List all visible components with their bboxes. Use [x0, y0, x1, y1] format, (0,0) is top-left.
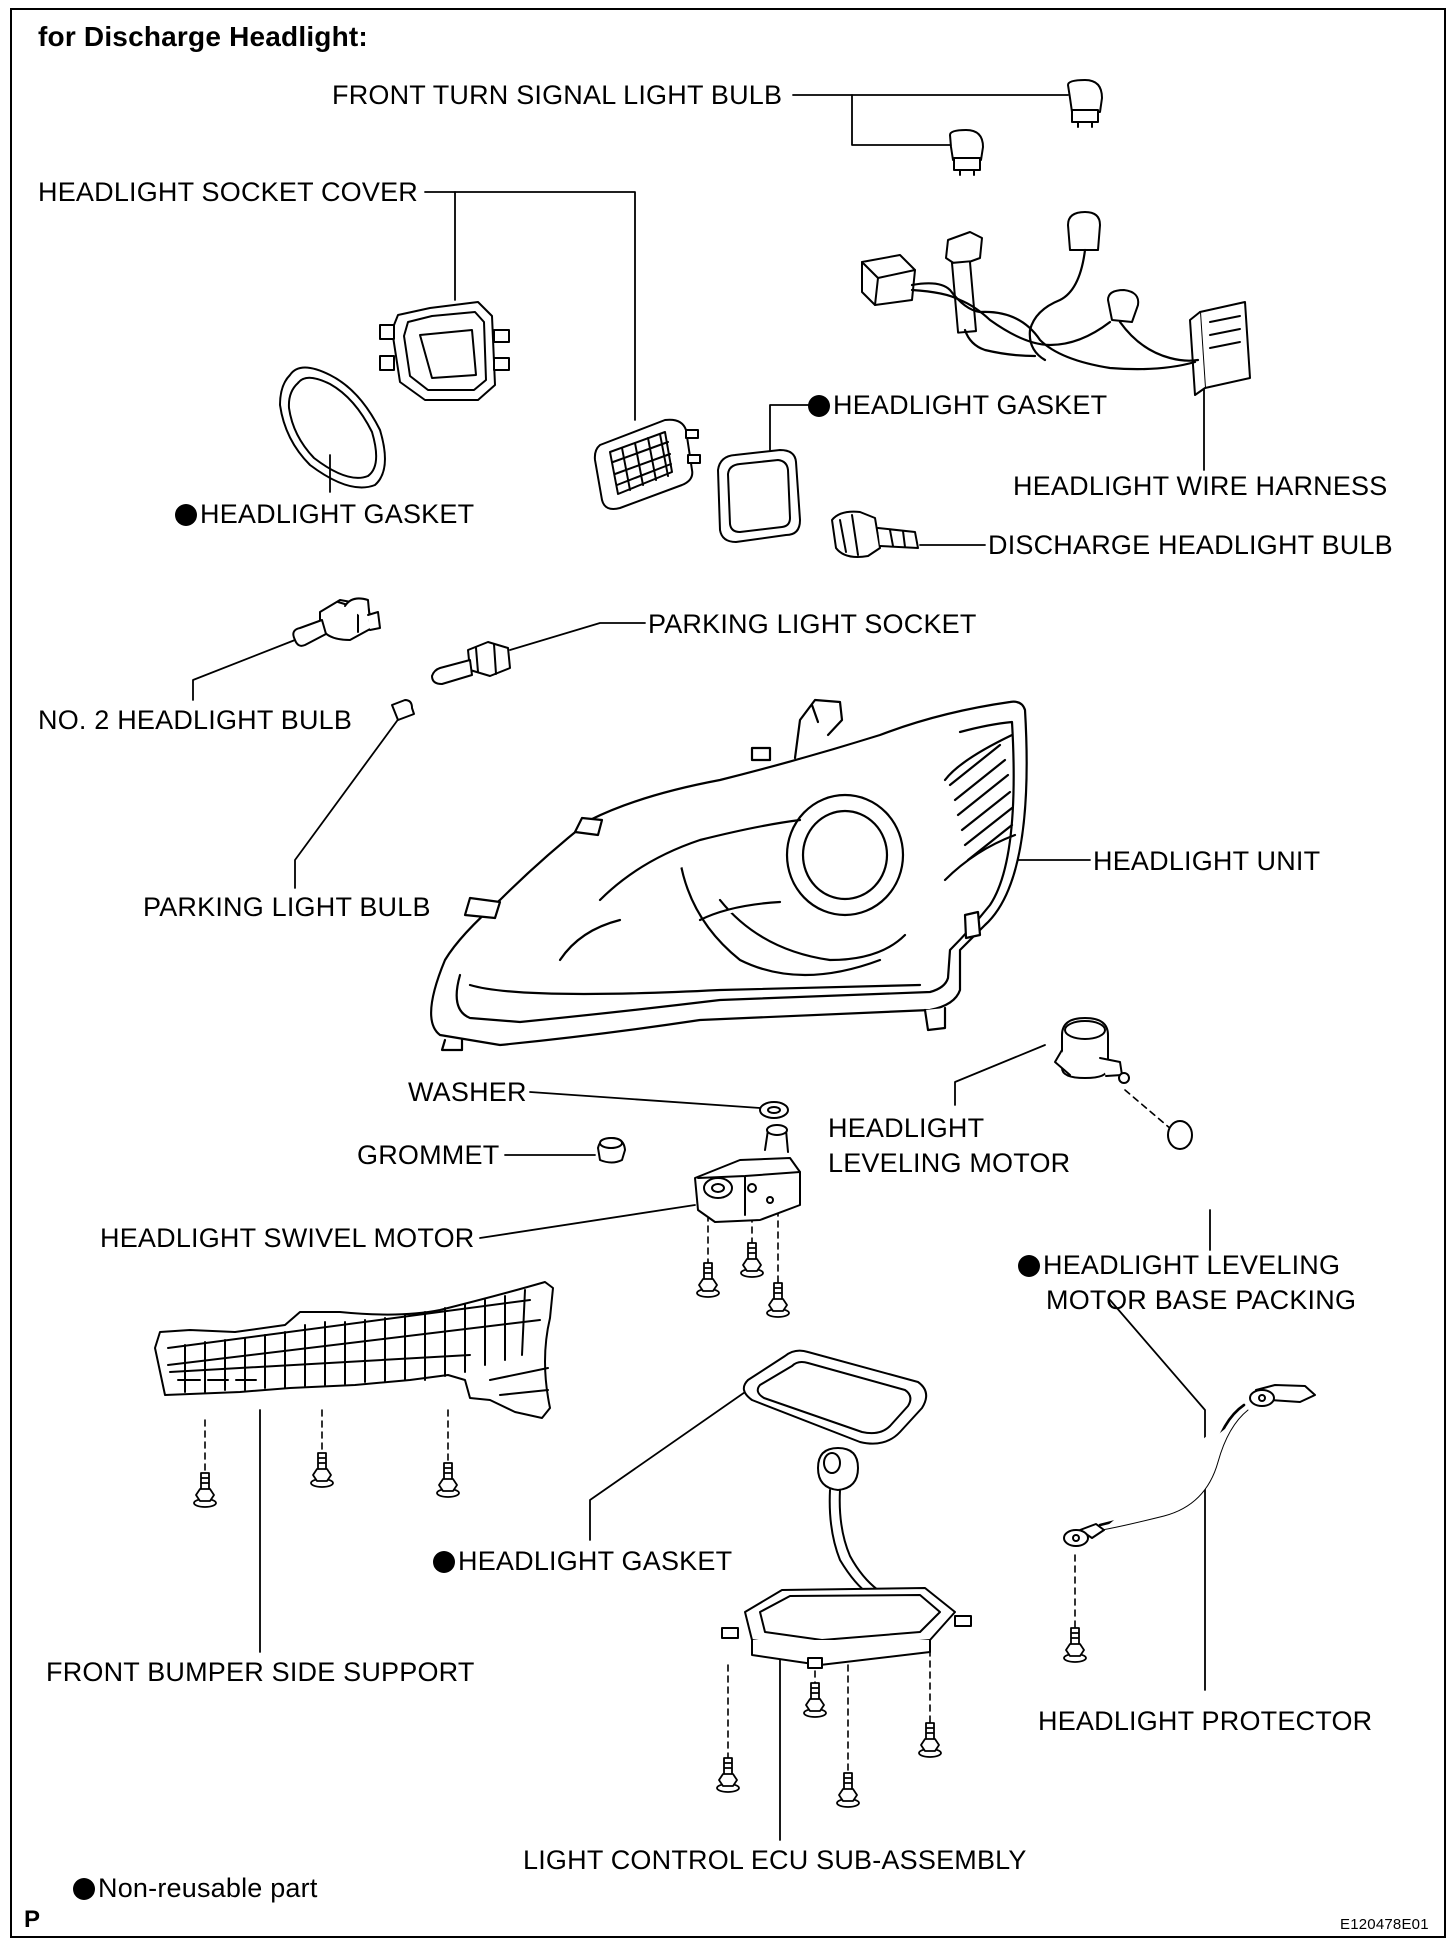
headlight-socket-cover-small-icon: [593, 418, 701, 510]
label-parking-light-socket: PARKING LIGHT SOCKET: [648, 609, 977, 639]
bolt-icon: [740, 1242, 764, 1278]
label-text: HEADLIGHT LEVELING: [1043, 1250, 1341, 1280]
label-no2-headlight-bulb: NO. 2 HEADLIGHT BULB: [38, 705, 353, 735]
non-reusable-dot-icon: [1018, 1255, 1040, 1277]
grommet-icon: [597, 1137, 626, 1164]
discharge-headlight-bulb-icon: [831, 510, 919, 558]
bolt-icon: [766, 1282, 790, 1318]
label-headlight-gasket-lower: HEADLIGHT GASKET: [433, 1546, 732, 1576]
bolt-icon: [436, 1462, 460, 1498]
front-bumper-side-support-icon: [154, 1281, 554, 1419]
label-headlight-gasket-upper-left: HEADLIGHT GASKET: [175, 499, 474, 529]
bolt-icon: [696, 1262, 720, 1298]
parking-light-socket-icon: [431, 641, 511, 685]
label-text: HEADLIGHT GASKET: [833, 390, 1108, 420]
washer-icon: [759, 1101, 789, 1119]
non-reusable-dot-icon: [433, 1551, 455, 1573]
no2-headlight-bulb-icon: [292, 597, 381, 647]
label-headlight-gasket-upper-right: HEADLIGHT GASKET: [808, 390, 1107, 420]
headlight-swivel-motor-icon: [694, 1124, 801, 1223]
page-mark: P: [24, 1906, 41, 1933]
label-headlight-wire-harness: HEADLIGHT WIRE HARNESS: [1013, 471, 1388, 501]
parking-light-bulb-icon: [391, 699, 415, 721]
label-front-bumper-side-support: FRONT BUMPER SIDE SUPPORT: [46, 1657, 475, 1687]
headlight-gasket-upper-right-icon: [717, 449, 801, 543]
label-text: HEADLIGHT GASKET: [200, 499, 475, 529]
legend-text: Non-reusable part: [98, 1873, 318, 1903]
label-headlight-protector: HEADLIGHT PROTECTOR: [1038, 1706, 1373, 1736]
bolt-icon: [918, 1722, 942, 1758]
headlight-socket-cover-icon: [379, 301, 510, 401]
non-reusable-dot-icon: [175, 504, 197, 526]
legend-non-reusable: Non-reusable part: [73, 1873, 318, 1903]
bolt-icon: [716, 1757, 740, 1793]
front-turn-signal-bulb-icon: [1067, 79, 1103, 128]
figure-code: E120478E01: [1340, 1916, 1429, 1933]
diagram-title: for Discharge Headlight:: [38, 21, 368, 52]
harness-wires: [910, 248, 1200, 371]
bolt-icon: [193, 1472, 217, 1508]
leveling-motor-base-packing-icon: [1167, 1120, 1193, 1150]
bolt-icon: [803, 1682, 827, 1718]
label-headlight-leveling-motor-line2: LEVELING MOTOR: [828, 1148, 1071, 1178]
label-front-turn-signal-light-bulb: FRONT TURN SIGNAL LIGHT BULB: [332, 80, 783, 110]
non-reusable-dot-icon: [73, 1878, 95, 1900]
label-light-control-ecu: LIGHT CONTROL ECU SUB-ASSEMBLY: [523, 1845, 1027, 1875]
leader-lines: [192, 94, 1211, 1841]
headlight-unit-icon: [430, 698, 1028, 1052]
headlight-leveling-motor-icon: [1054, 1017, 1130, 1084]
label-headlight-leveling-motor-line1: HEADLIGHT: [828, 1113, 985, 1143]
label-leveling-motor-base-packing-line1: HEADLIGHT LEVELING: [1018, 1250, 1340, 1280]
label-parking-light-bulb: PARKING LIGHT BULB: [143, 892, 431, 922]
label-discharge-headlight-bulb: DISCHARGE HEADLIGHT BULB: [988, 530, 1393, 560]
bolt-icon: [1063, 1627, 1087, 1663]
bolt-icon: [310, 1452, 334, 1488]
light-control-ecu-icon: [721, 1447, 972, 1669]
label-headlight-socket-cover: HEADLIGHT SOCKET COVER: [38, 177, 418, 207]
label-headlight-swivel-motor: HEADLIGHT SWIVEL MOTOR: [100, 1223, 475, 1253]
headlight-gasket-lower-icon: [742, 1349, 928, 1445]
label-headlight-unit: HEADLIGHT UNIT: [1093, 846, 1321, 876]
label-text: HEADLIGHT GASKET: [458, 1546, 733, 1576]
headlight-wire-harness-icon: [861, 211, 1251, 396]
label-leveling-motor-base-packing-line2: MOTOR BASE PACKING: [1046, 1285, 1357, 1315]
bolts: [193, 1242, 1087, 1808]
label-washer: WASHER: [408, 1077, 527, 1107]
label-grommet: GROMMET: [357, 1140, 500, 1170]
front-turn-signal-bulb-icon-2: [949, 129, 984, 176]
bolt-icon: [836, 1772, 860, 1808]
non-reusable-dot-icon: [808, 395, 830, 417]
headlight-gasket-upper-left-icon: [279, 366, 386, 489]
headlight-protector-icon: [1063, 1384, 1316, 1547]
